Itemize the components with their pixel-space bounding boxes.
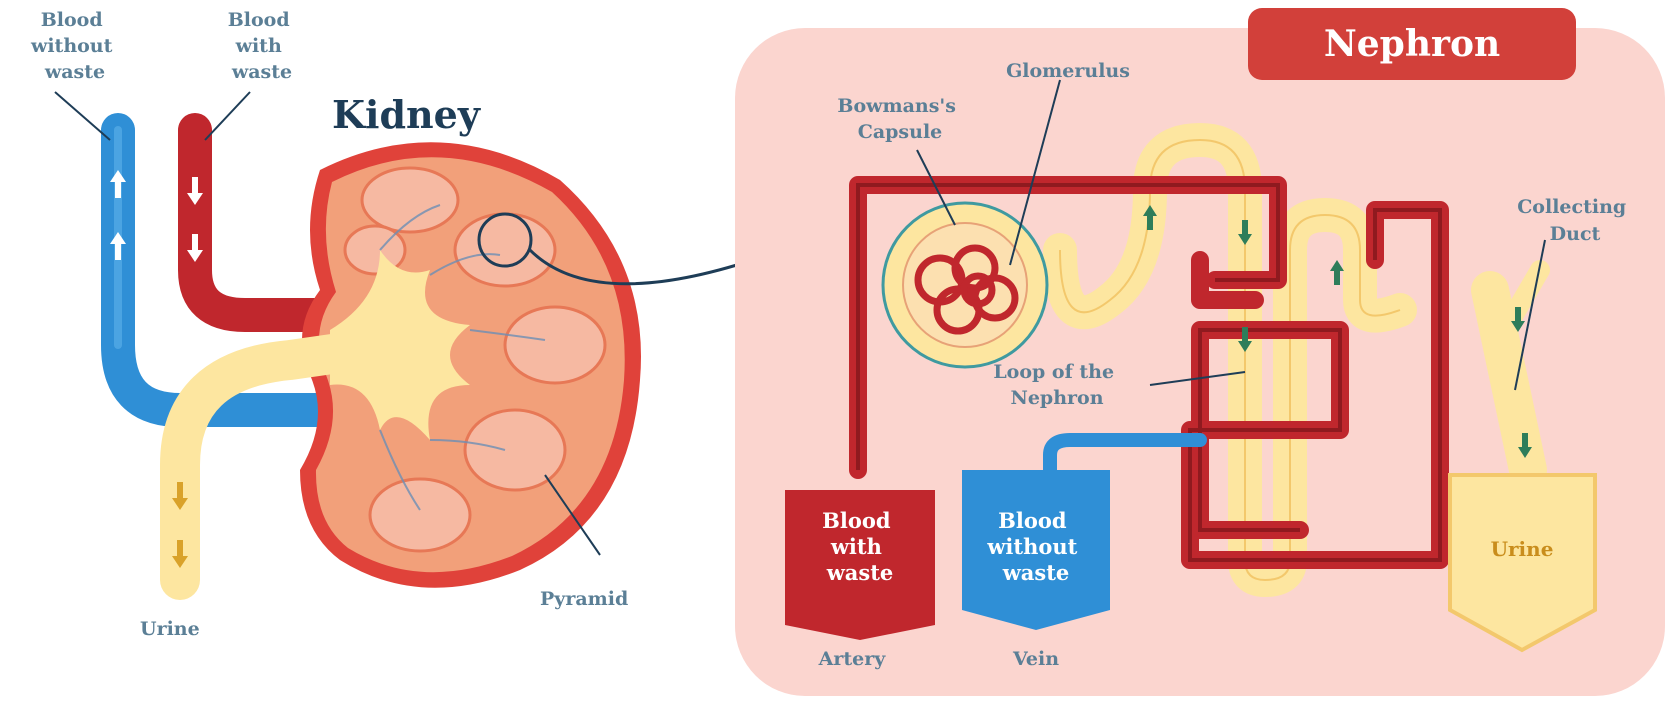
collecting-duct [1450,475,1595,650]
kidney-urine-label: Urine [140,618,200,640]
kidney-artery-label: Blood with waste [228,9,297,83]
renal-artery [195,130,320,315]
artery-box-label: Blood with waste [822,508,898,585]
pyramid-label: Pyramid [540,588,628,610]
kidney-illustration [110,130,641,588]
kidney-title: Kidney [332,92,481,137]
artery-label: Artery [818,648,887,670]
nephron-title: Nephron [1324,23,1500,65]
urine-box-label: Urine [1491,537,1554,561]
vein-label: Vein [1012,648,1059,670]
kidney-vein-label: Blood without waste [30,9,119,83]
glomerulus-label: Glomerulus [1006,60,1130,82]
